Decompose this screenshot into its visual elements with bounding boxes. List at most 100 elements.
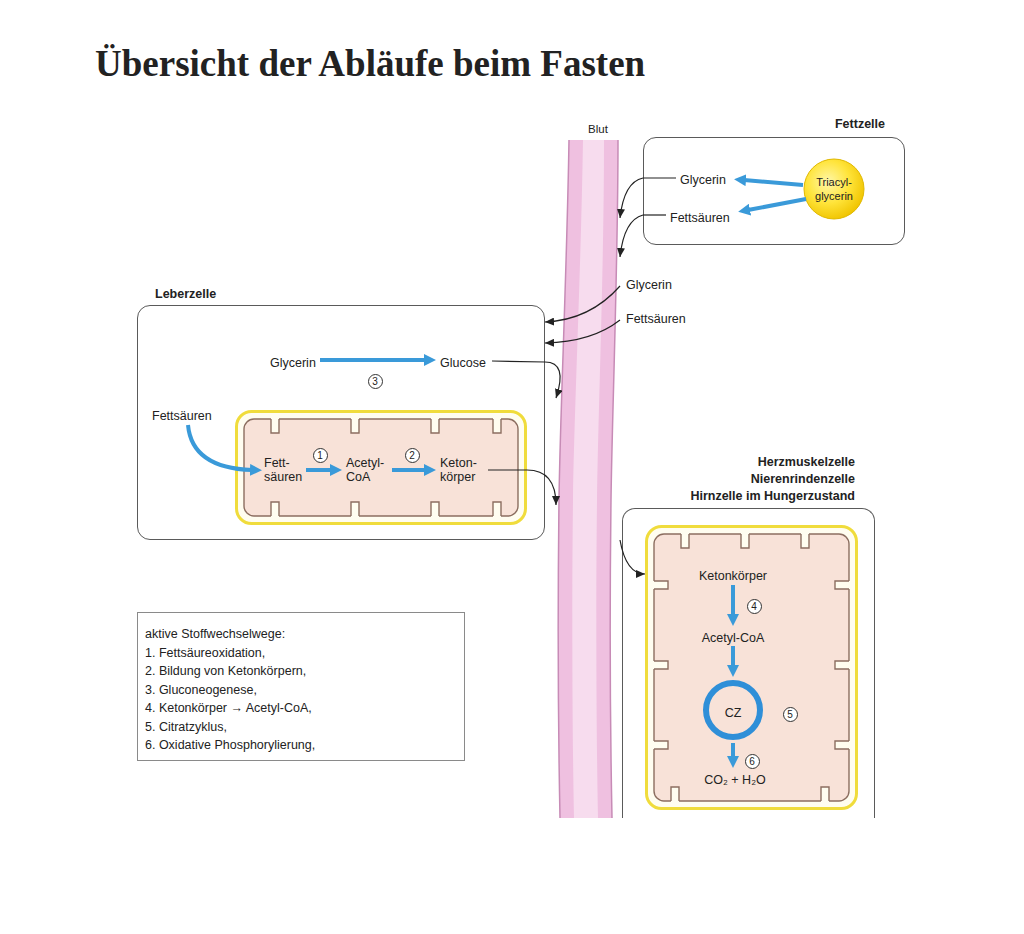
text-holder: Fettsäuren: [152, 406, 212, 424]
text-holder: Fettsäuren: [626, 309, 686, 327]
cell-heading: Hirnzelle im Hungerzustand: [690, 489, 855, 504]
callout-number: 5: [783, 707, 798, 722]
crista: [493, 419, 501, 433]
crista-gap: [835, 661, 850, 669]
metabolite: Keton- körper: [440, 456, 490, 484]
crista-gap: [271, 502, 279, 517]
text-holder: Ketonkörper: [663, 566, 803, 584]
metabolite: Acetyl-CoA: [702, 631, 765, 646]
droplet: [804, 159, 864, 219]
metabolite: Glycerin: [270, 356, 316, 371]
text-holder: 6: [742, 751, 762, 769]
text-holder: CZ: [713, 703, 753, 721]
metabolite: Fettsäuren: [626, 312, 686, 327]
crista: [654, 661, 668, 669]
text-holder: Acetyl- CoA: [346, 456, 394, 485]
transport-line: [488, 469, 527, 470]
blood-vessel: Blut: [556, 118, 620, 818]
text-holder: Leberzelle: [155, 284, 216, 302]
inner-membrane: [654, 534, 849, 801]
text-holder: CO₂ + H₂O: [665, 770, 805, 788]
cell-heading: Fettzelle: [835, 117, 885, 132]
fat-droplet: Triacyl- glycerin: [803, 158, 865, 220]
metabolite: CO₂ + H₂O: [704, 773, 765, 788]
metabolite: Ketonkörper: [699, 569, 767, 584]
crista-gap: [835, 741, 850, 749]
reaction-arrow: [306, 468, 332, 472]
text-holder: Fett- säuren: [264, 456, 312, 485]
crista: [821, 787, 829, 801]
metabolite: Glycerin: [626, 278, 672, 293]
text-holder: 1. Fettsäureoxidation,: [145, 643, 265, 661]
text-holder: Nierenrindenzelle: [595, 469, 855, 487]
text-holder: 5: [780, 704, 800, 722]
text-holder: Triacyl- glycerin: [805, 175, 863, 204]
flow-arrow: [545, 362, 560, 398]
cell-heading: Nierenrindenzelle: [751, 472, 855, 487]
text-holder: Acetyl-CoA: [663, 628, 803, 646]
crista-gap: [835, 581, 850, 589]
citrate-cycle: CZ: [701, 678, 765, 742]
text-holder: aktive Stoffwechselwege:: [145, 624, 285, 642]
crista-gap: [351, 418, 359, 433]
reaction-arrow: [731, 585, 735, 616]
crista: [681, 534, 689, 548]
list-item: 2. Bildung von Ketonkörpern,: [145, 664, 306, 679]
crista-gap: [653, 661, 668, 669]
list-item: 3. Gluconeogenese,: [145, 683, 257, 698]
text-holder: Fettzelle: [685, 114, 885, 132]
callout-number: 3: [368, 374, 383, 389]
transport-line: [643, 214, 666, 215]
outer-membrane: [237, 412, 526, 524]
reaction-arrow: [748, 199, 806, 210]
crista-gap: [351, 502, 359, 517]
text-holder: 3: [365, 371, 385, 389]
metabolite: Fettsäuren: [670, 211, 730, 226]
crista: [271, 419, 279, 433]
crista: [431, 502, 439, 516]
transport-line: [492, 361, 545, 362]
pathway-list: aktive Stoffwechselwege: 1. Fettsäureoxid…: [137, 612, 465, 761]
outer-membrane: [647, 527, 857, 809]
inner-membrane: [244, 419, 518, 516]
text-holder: 4. Ketonkörper → Acetyl-CoA,: [145, 698, 312, 716]
callout-number: 6: [745, 754, 760, 769]
vessel-label: Blut: [588, 122, 608, 137]
crista-gap: [431, 418, 439, 433]
text-holder: Glycerin: [626, 275, 672, 293]
crista: [351, 502, 359, 516]
cell-outline: [643, 137, 905, 245]
list-item: 4. Ketonkörper → Acetyl-CoA,: [145, 701, 312, 716]
cell-heading: Leberzelle: [155, 287, 216, 302]
crista: [654, 741, 668, 749]
callout-number: 1: [313, 448, 328, 463]
metabolite: Fettsäuren: [152, 409, 212, 424]
vessel-shape: [556, 118, 620, 818]
cycle-label: CZ: [725, 706, 742, 721]
metabolite: Glucose: [440, 356, 486, 371]
crista-gap: [271, 418, 279, 433]
callout-number: 2: [405, 448, 420, 463]
reaction-arrow: [744, 180, 803, 185]
title: Übersicht der Abläufe beim Fasten: [95, 42, 645, 86]
transport-line: [643, 177, 676, 178]
text-holder: Fettsäuren: [670, 208, 730, 226]
crista: [835, 741, 849, 749]
reaction-arrow: [731, 743, 735, 758]
text-holder: Herzmuskelzelle: [595, 452, 855, 470]
crista: [654, 581, 668, 589]
flow-arrow: [620, 215, 643, 257]
text-holder: Übersicht der Abläufe beim Fasten: [95, 42, 645, 86]
list-item: 1. Fettsäureoxidation,: [145, 646, 265, 661]
vessel-wall: [558, 140, 569, 818]
crista: [271, 502, 279, 516]
text-holder: 6. Oxidative Phosphorylierung,: [145, 735, 315, 753]
metabolite: Fett- säuren: [264, 456, 312, 484]
flow-arrow: [527, 470, 556, 505]
crista: [835, 581, 849, 589]
text-holder: 3. Gluconeogenese,: [145, 680, 257, 698]
crista-gap: [653, 581, 668, 589]
droplet-label: Triacyl- glycerin: [805, 175, 863, 203]
